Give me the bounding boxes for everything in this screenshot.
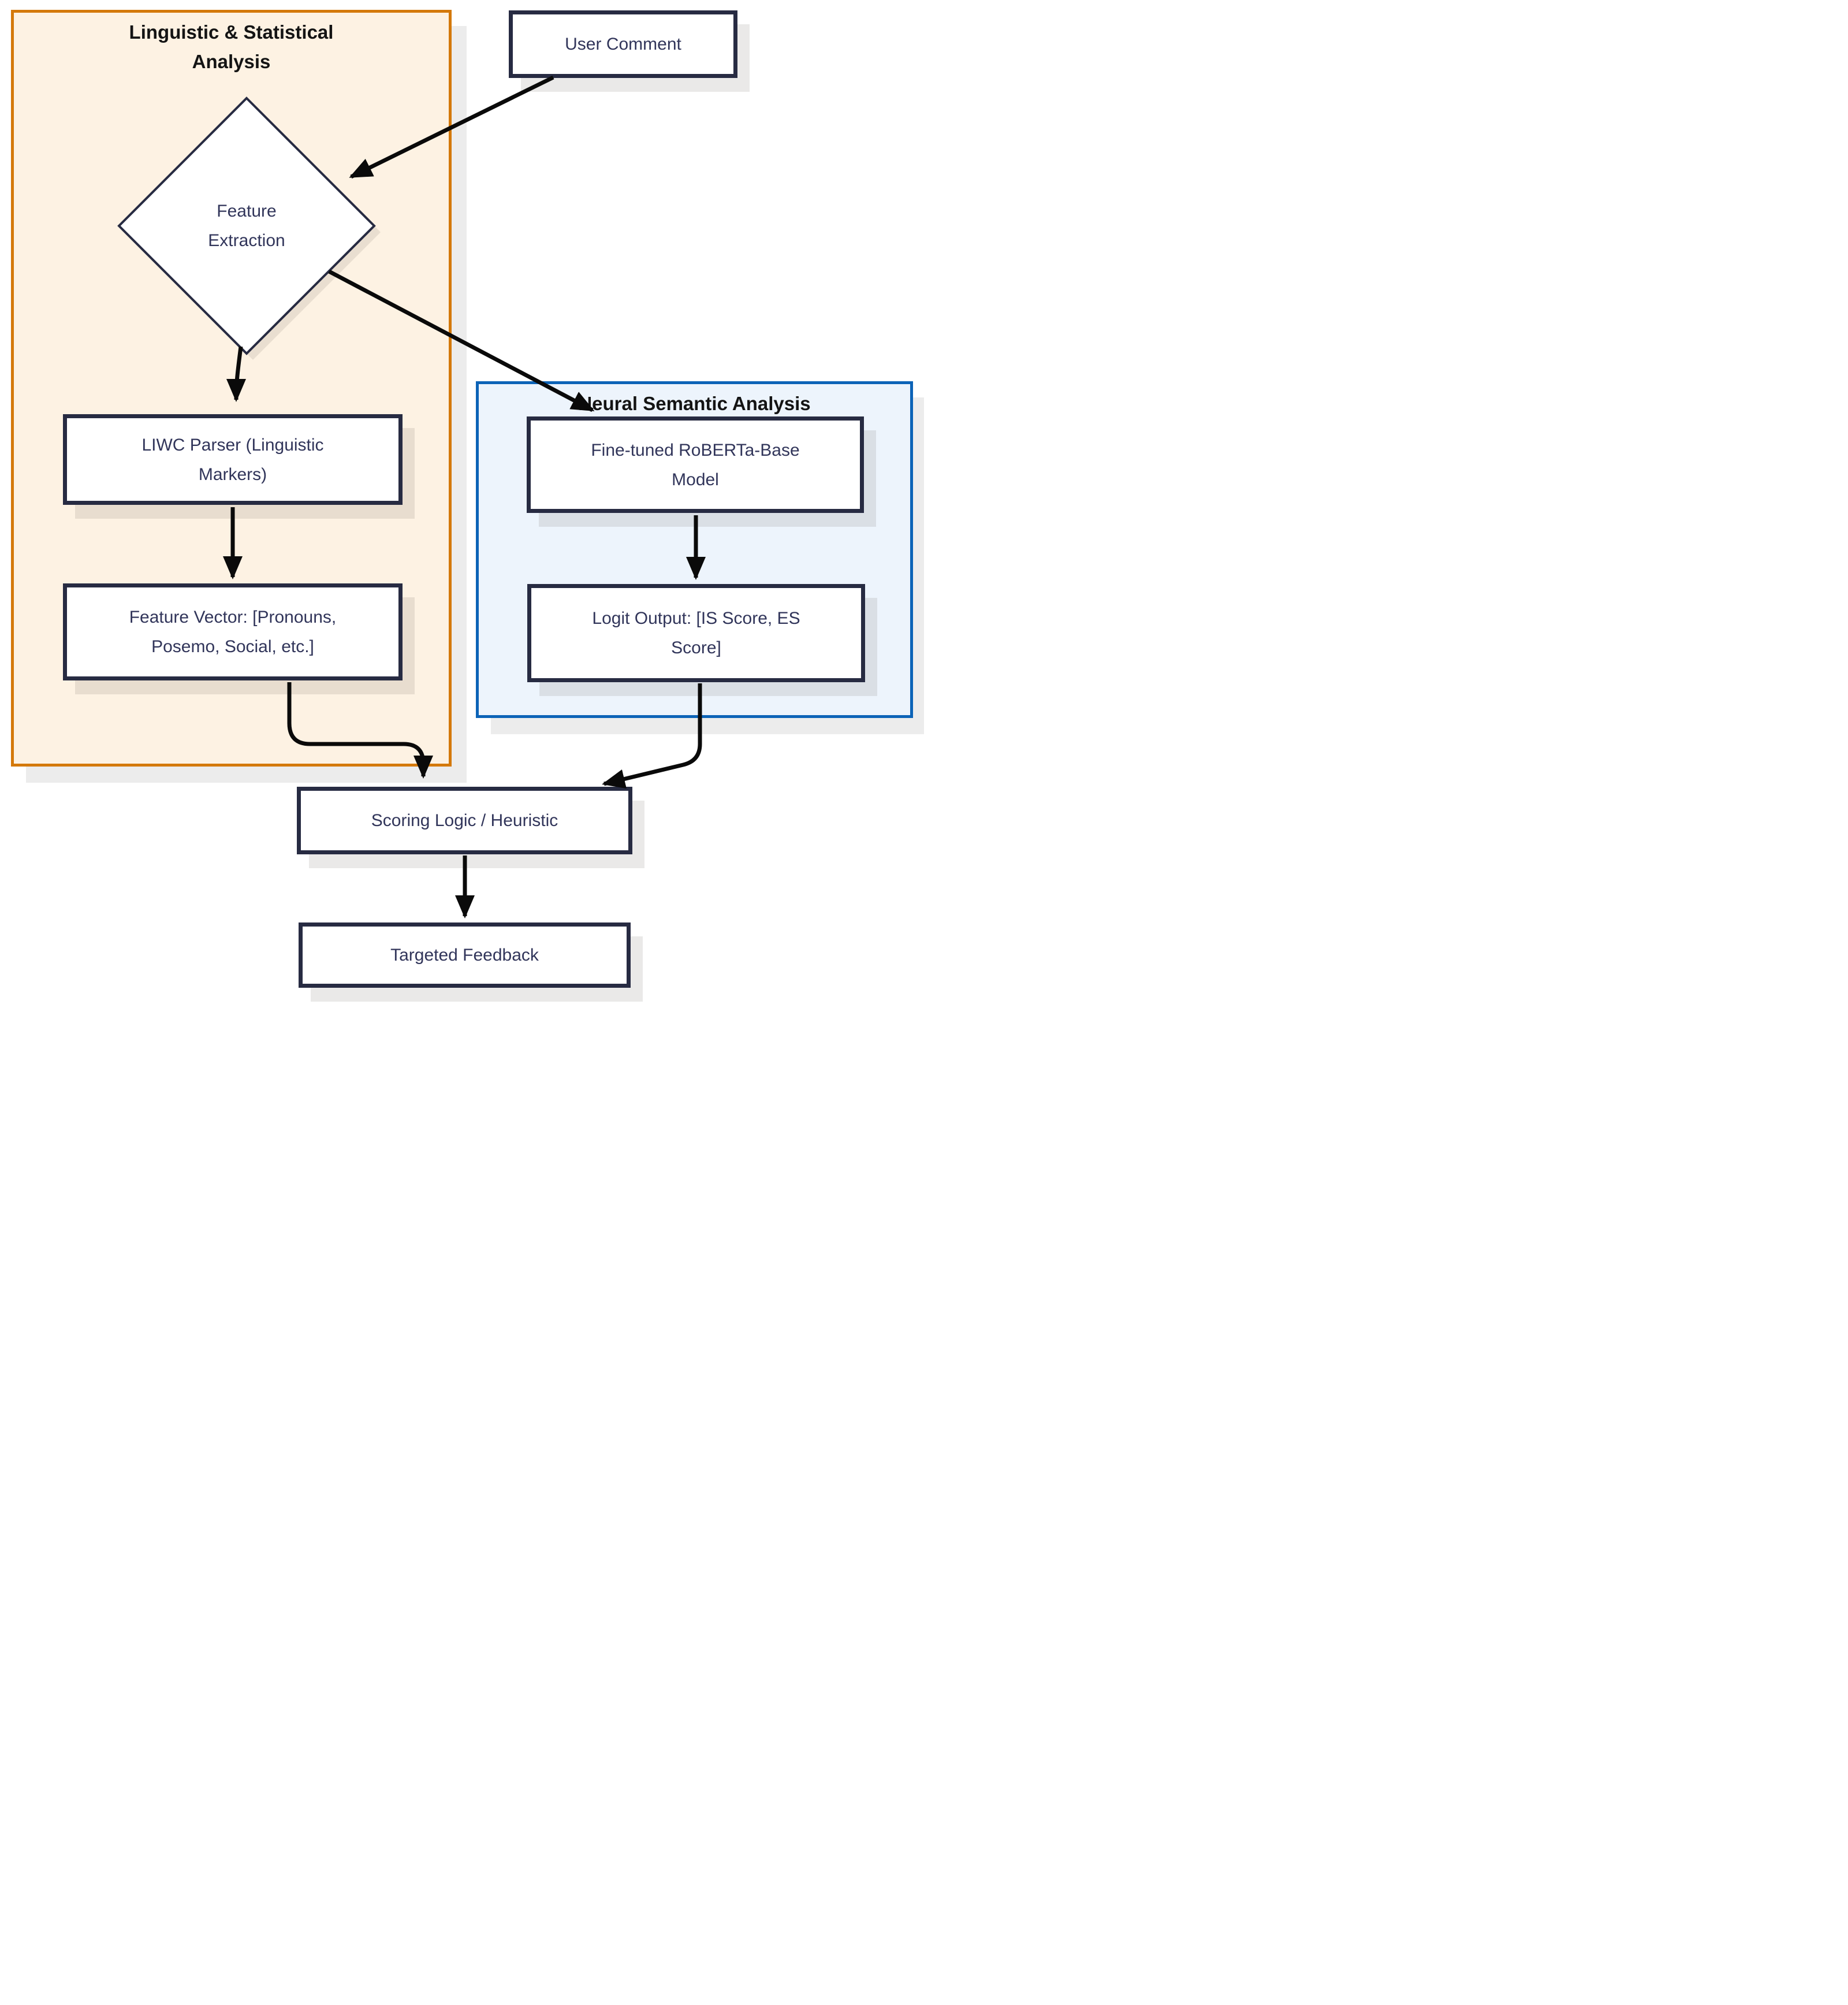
neural-semantic-analysis-title: Neural Semantic Analysis — [578, 393, 811, 414]
logit-output-node: Logit Output: [IS Score, ES Score] — [527, 584, 865, 682]
liwc-parser-label: LIWC Parser (Linguistic Markers) — [141, 435, 324, 484]
liwc-parser-node: LIWC Parser (Linguistic Markers) — [63, 414, 403, 505]
linguistic-statistical-analysis-title: Linguistic & Statistical Analysis — [129, 21, 334, 73]
targeted-feedback-node: Targeted Feedback — [299, 922, 631, 988]
feature-vector-node: Feature Vector: [Pronouns, Posemo, Socia… — [63, 583, 403, 680]
feature-vector-label: Feature Vector: [Pronouns, Posemo, Socia… — [129, 608, 337, 656]
feature-extraction-label: Feature Extraction — [208, 202, 285, 250]
scoring-logic-node: Scoring Logic / Heuristic — [297, 787, 632, 854]
feature-extraction-node: Feature Extraction — [177, 191, 316, 261]
user-comment-label: User Comment — [565, 35, 681, 54]
logit-output-label: Logit Output: [IS Score, ES Score] — [592, 609, 800, 657]
targeted-feedback-label: Targeted Feedback — [390, 946, 539, 965]
roberta-model-label: Fine-tuned RoBERTa-Base Model — [591, 440, 800, 489]
roberta-model-node: Fine-tuned RoBERTa-Base Model — [527, 416, 864, 513]
scoring-logic-label: Scoring Logic / Heuristic — [371, 811, 558, 830]
flowchart-canvas: Linguistic & Statistical Analysis Neural… — [0, 0, 924, 1002]
user-comment-node: User Comment — [509, 10, 737, 78]
